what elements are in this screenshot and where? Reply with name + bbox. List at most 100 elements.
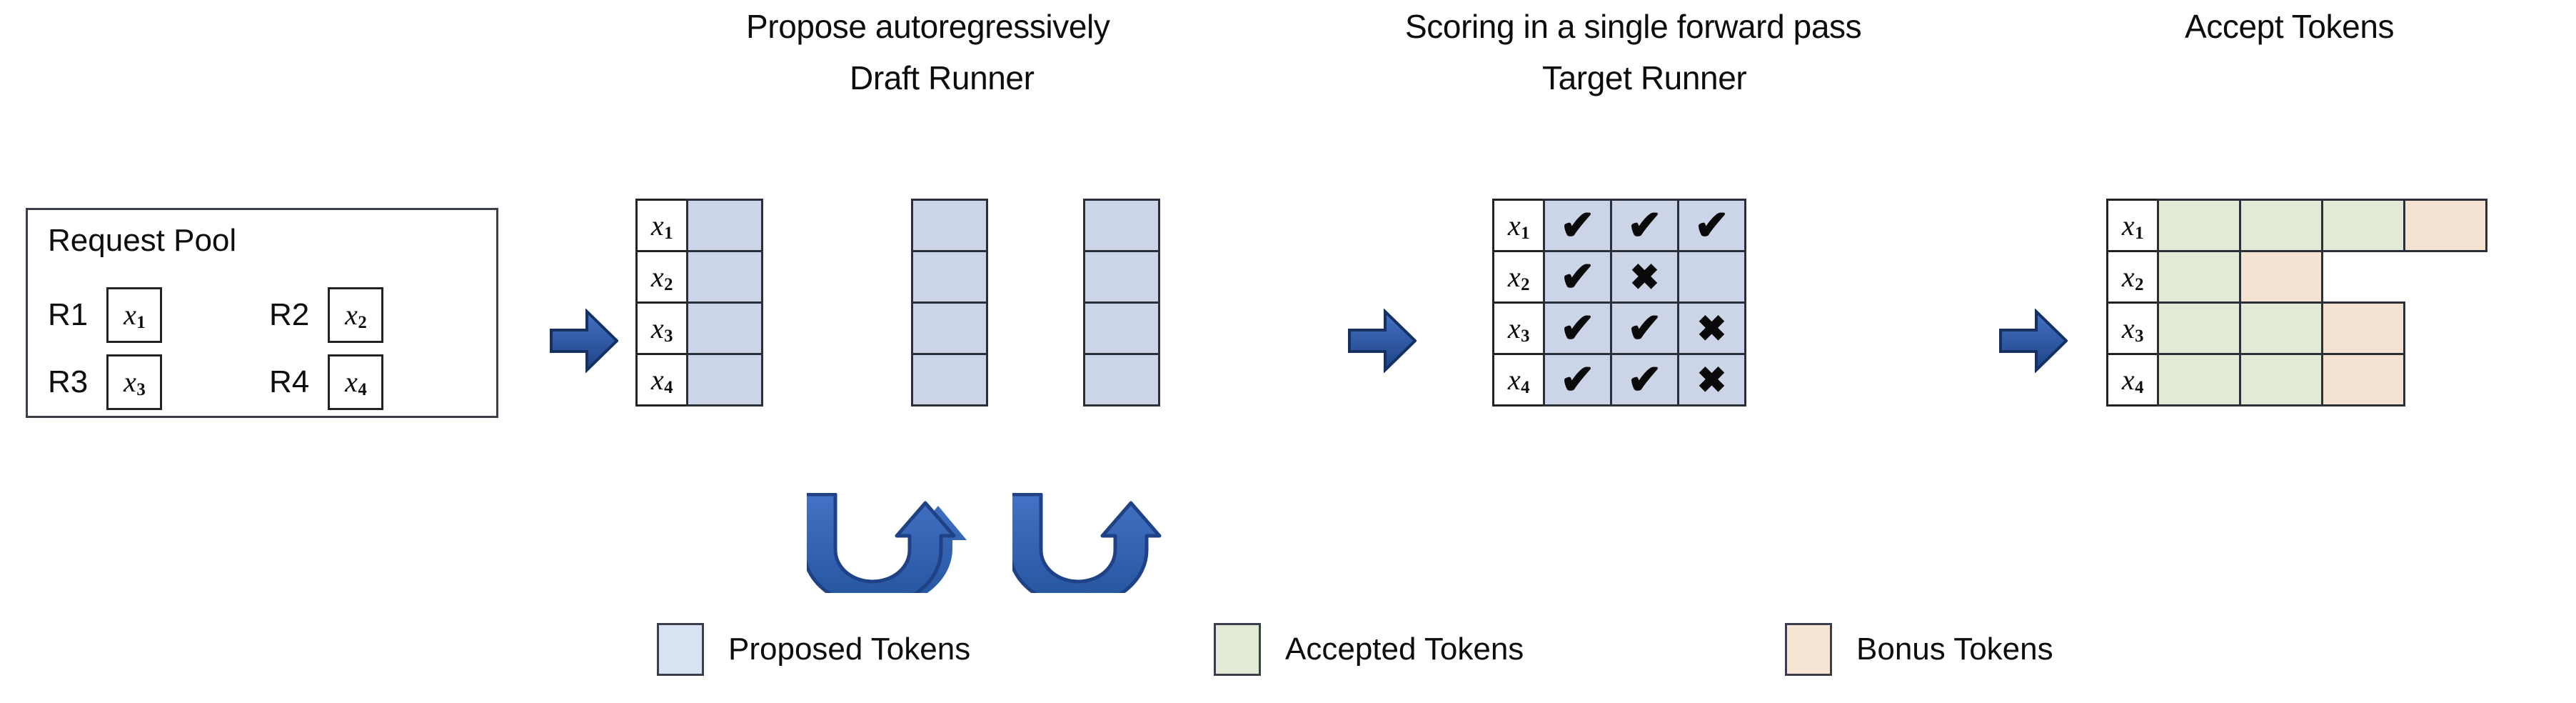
accepted-token-cell xyxy=(2239,301,2323,355)
legend-swatch-accepted xyxy=(1214,623,1261,676)
bonus-token-cell xyxy=(2321,301,2405,355)
row-label-cell: x2 xyxy=(2106,250,2159,304)
request-label-r4: R4 xyxy=(269,364,310,399)
row-label-cell: x2 xyxy=(635,250,688,304)
cross-icon-cell: ✖ xyxy=(1677,301,1746,355)
accept-row: x3 xyxy=(2106,301,2487,355)
empty-cell xyxy=(1677,250,1746,304)
request-pool-title: Request Pool xyxy=(48,223,237,258)
flow-arrow-pool-to-draft xyxy=(550,308,619,374)
row-label-cell: x4 xyxy=(635,353,688,407)
check-icon: ✔ xyxy=(1560,253,1595,300)
empty-cell xyxy=(2403,301,2487,355)
draft-runner-grid: x1 x2 x3 x4 xyxy=(635,199,1160,407)
request-label-r3: R3 xyxy=(48,364,89,399)
token-glyph-x1: x1 xyxy=(124,299,146,333)
token-glyph-x4: x4 xyxy=(650,363,673,397)
target-runner-title: Target Runner xyxy=(1542,59,1747,96)
accept-row: x4 xyxy=(2106,353,2487,407)
legend-swatch-proposed xyxy=(657,623,704,676)
token-glyph-x3: x3 xyxy=(124,366,146,400)
token-glyph-x1: x1 xyxy=(1507,209,1530,243)
cross-icon: ✖ xyxy=(1696,308,1727,349)
check-icon-cell: ✔ xyxy=(1543,199,1612,252)
token-glyph-x1: x1 xyxy=(650,209,673,243)
request-token-box-r1: x1 xyxy=(106,287,163,343)
legend-item-accepted: Accepted Tokens xyxy=(1214,623,1524,676)
target-row: x3 ✔ ✔ ✖ xyxy=(1492,301,1746,355)
legend-item-bonus: Bonus Tokens xyxy=(1785,623,2053,676)
request-entry-r3[interactable]: R3 x3 xyxy=(48,354,163,410)
accept-tokens-caption: Accept Tokens xyxy=(2185,8,2395,45)
flow-arrow-draft-to-target xyxy=(1348,308,1417,374)
draft-proposed-cell xyxy=(911,199,988,252)
empty-cell xyxy=(2321,250,2405,304)
token-glyph-x4: x4 xyxy=(2121,363,2144,397)
target-row: x2✔✖ xyxy=(1492,250,1746,304)
draft-proposed-cell xyxy=(1083,353,1160,407)
accept-tokens-grid: x1 x2 x3 x4 xyxy=(2106,199,2487,407)
check-icon: ✔ xyxy=(1627,304,1662,352)
check-icon-cell: ✔ xyxy=(1543,250,1612,304)
flow-arrow-target-to-accept xyxy=(1999,308,2068,374)
request-pool-panel: Request Pool R1 x1 R2 x2 R3 x3 R4 x4 xyxy=(26,208,498,418)
draft-runner-title: Draft Runner xyxy=(850,59,1035,96)
request-entry-r4[interactable]: R4 x4 xyxy=(269,354,384,410)
check-icon: ✔ xyxy=(1560,304,1595,352)
check-icon-cell: ✔ xyxy=(1610,301,1679,355)
token-glyph-x3: x3 xyxy=(650,311,673,346)
draft-proposed-cell xyxy=(1083,250,1160,304)
token-glyph-x2: x2 xyxy=(2121,260,2144,294)
legend-label-accepted: Accepted Tokens xyxy=(1285,632,1524,667)
row-label-cell: x4 xyxy=(1492,353,1545,407)
recurrence-arrow-1 xyxy=(802,492,1021,608)
accepted-token-cell xyxy=(2157,199,2241,252)
check-icon-cell: ✔ xyxy=(1610,353,1679,407)
token-glyph-x4: x4 xyxy=(345,366,367,400)
draft-proposed-cell xyxy=(686,250,763,304)
check-icon-cell: ✔ xyxy=(1543,301,1612,355)
accepted-token-cell xyxy=(2157,250,2241,304)
draft-proposed-cell xyxy=(686,199,763,252)
draft-proposed-cell xyxy=(911,353,988,407)
legend: Proposed Tokens Accepted Tokens Bonus To… xyxy=(0,616,2576,694)
token-glyph-x3: x3 xyxy=(1507,311,1530,346)
draft-proposed-cell xyxy=(911,250,988,304)
legend-label-bonus: Bonus Tokens xyxy=(1856,632,2053,667)
request-entry-r2[interactable]: R2 x2 xyxy=(269,287,384,343)
check-icon: ✔ xyxy=(1627,356,1662,403)
draft-runner-caption: Propose autoregressively xyxy=(746,8,1110,45)
request-token-box-r3: x3 xyxy=(106,354,163,410)
request-entry-r1[interactable]: R1 x1 xyxy=(48,287,163,343)
token-glyph-x2: x2 xyxy=(1507,260,1530,294)
accepted-token-cell xyxy=(2157,301,2241,355)
row-label-cell: x4 xyxy=(2106,353,2159,407)
token-glyph-x3: x3 xyxy=(2121,311,2144,346)
token-glyph-x1: x1 xyxy=(2121,209,2144,243)
draft-proposed-cell xyxy=(1083,301,1160,355)
check-icon: ✔ xyxy=(1627,201,1662,249)
row-label-cell: x3 xyxy=(635,301,688,355)
row-label-cell: x1 xyxy=(635,199,688,252)
row-label-cell: x3 xyxy=(2106,301,2159,355)
empty-cell xyxy=(2403,353,2487,407)
target-runner-grid: x1✔✔✔x2✔✖x3✔✔✖x4✔✔✖ xyxy=(1492,199,1746,407)
row-label-cell: x3 xyxy=(1492,301,1545,355)
check-icon: ✔ xyxy=(1694,201,1729,249)
accept-row: x1 xyxy=(2106,199,2487,252)
request-token-box-r4: x4 xyxy=(328,354,384,410)
draft-proposed-cell xyxy=(686,301,763,355)
bonus-token-cell xyxy=(2321,353,2405,407)
request-token-box-r2: x2 xyxy=(328,287,384,343)
request-label-r1: R1 xyxy=(48,297,89,332)
check-icon: ✔ xyxy=(1560,356,1595,403)
token-glyph-x4: x4 xyxy=(1507,363,1530,397)
request-label-r2: R2 xyxy=(269,297,310,332)
accepted-token-cell xyxy=(2239,353,2323,407)
cross-icon: ✖ xyxy=(1696,359,1727,400)
legend-label-proposed: Proposed Tokens xyxy=(728,632,971,667)
cross-icon-cell: ✖ xyxy=(1677,353,1746,407)
target-row: x1 ✔ ✔ ✔ xyxy=(1492,199,1746,252)
draft-proposed-cell xyxy=(686,353,763,407)
bonus-token-cell xyxy=(2239,250,2323,304)
